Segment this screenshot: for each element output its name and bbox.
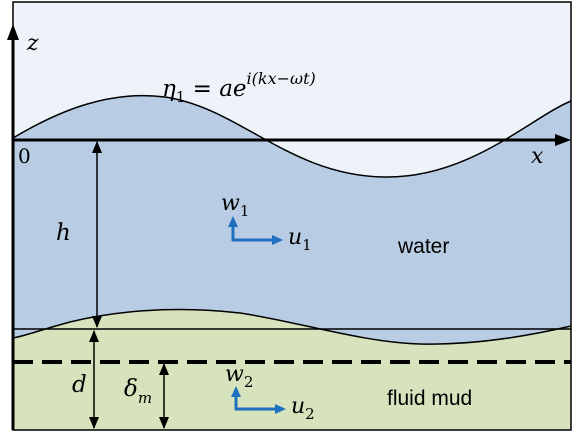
- x-axis-label: x: [531, 144, 544, 169]
- water-layer: [13, 95, 571, 345]
- delta-m-arrow-top: [159, 363, 169, 375]
- x-axis-arrowhead: [555, 134, 571, 146]
- delta-m-arrow-bottom: [159, 417, 169, 429]
- fluid-mud-layer: [13, 309, 571, 430]
- w2-label: w2: [225, 362, 253, 391]
- h-arrow-bottom: [92, 316, 102, 328]
- w2-vector-head: [231, 386, 241, 397]
- u2-label: u2: [291, 394, 315, 423]
- surface-equation: η1 = aei(kx−ωt): [162, 69, 316, 106]
- origin-label: 0: [18, 144, 31, 168]
- free-surface-curve: [12, 94, 572, 178]
- delta-m-label: δm: [124, 376, 152, 407]
- z-axis-arrowhead: [7, 24, 19, 40]
- z-axis-label: z: [26, 31, 39, 56]
- interface-curve: [12, 308, 572, 345]
- h-arrow-top: [92, 141, 102, 153]
- w1-vector-head: [228, 216, 238, 227]
- h-label: h: [56, 220, 71, 246]
- water-label: water: [397, 235, 449, 258]
- d-arrow-bottom: [89, 417, 99, 429]
- u1-label: u1: [288, 225, 312, 254]
- fluid-mud-label: fluid mud: [387, 387, 472, 410]
- d-label: d: [72, 372, 87, 398]
- u2-vector-head: [275, 404, 286, 414]
- d-arrow-top: [89, 330, 99, 342]
- u1-vector-head: [272, 235, 283, 245]
- w1-label: w1: [221, 191, 249, 220]
